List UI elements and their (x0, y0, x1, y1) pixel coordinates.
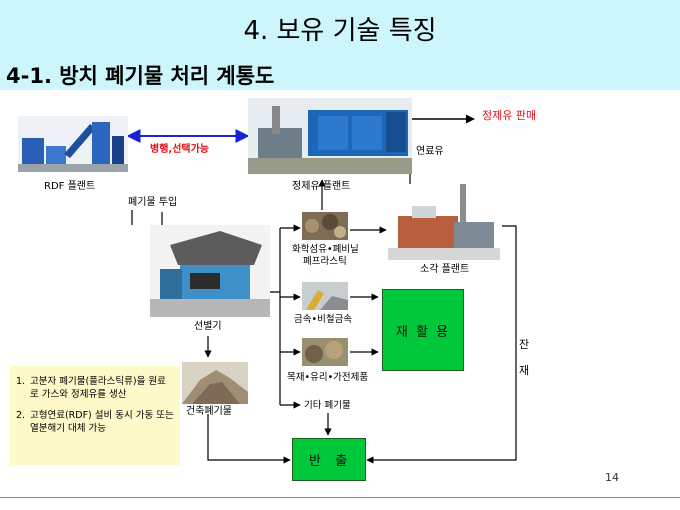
note-item: 2. 고형연료(RDF) 설비 동시 가동 또는 열분해기 대체 가능 (16, 409, 174, 435)
fuel-oil-label: 연료유 (416, 146, 444, 157)
rdf-plant-image (18, 116, 128, 172)
note-number: 2. (16, 410, 26, 421)
footer-divider (0, 497, 680, 498)
incineration-plant-label: 소각 플랜트 (420, 264, 470, 275)
discharge-label: 반 출 (308, 454, 350, 469)
chem-fiber-label-1: 화학섬유•폐비닐 (292, 244, 359, 255)
slide-subtitle: 4-1. 방치 폐기물 처리 계통도 (6, 64, 275, 88)
recycling-label: 재 활 용 (395, 324, 451, 340)
chem-fiber-label-2: 폐프라스틱 (303, 256, 347, 267)
metal-image (302, 282, 348, 310)
sorter-image (150, 225, 270, 317)
notes-box: 1. 고분자 폐기물(플라스틱류)을 원료로 가스와 정제유를 생산 2. 고형… (10, 366, 180, 465)
other-waste-label: 기타 폐기물 (304, 400, 351, 411)
wood-glass-label: 목재•유리•가전제품 (287, 372, 369, 383)
chem-fiber-image (302, 212, 348, 240)
sorter-label: 선별기 (194, 321, 222, 332)
refinery-plant-image (248, 98, 412, 174)
slide-title: 4. 보유 기술 특징 (243, 16, 437, 46)
construction-to-discharge (207, 414, 291, 464)
header-band (0, 0, 680, 90)
note-number: 1. (16, 376, 26, 387)
parallel-selectable-label: 병행,선택가능 (150, 144, 209, 155)
note-text: 고분자 폐기물(플라스틱류)을 원료로 가스와 정제유를 생산 (30, 376, 166, 400)
recycling-box: 재 활 용 (382, 289, 464, 371)
rdf-plant-label: RDF 플랜트 (44, 181, 96, 192)
page-number: 14 (605, 471, 619, 484)
residue-char-1: 잔 (519, 338, 530, 351)
construction-waste-image (182, 362, 248, 404)
residue-line (366, 225, 517, 464)
refinery-plant-label: 정제유 플랜트 (292, 181, 351, 192)
incinerator-plant-image (388, 184, 500, 260)
wood-glass-image (302, 338, 348, 366)
waste-input-label: 폐기물 투입 (128, 197, 178, 208)
discharge-box: 반 출 (292, 438, 366, 481)
note-item: 1. 고분자 폐기물(플라스틱류)을 원료로 가스와 정제유를 생산 (16, 375, 174, 401)
construction-waste-label: 건축폐기물 (186, 406, 232, 417)
metal-label: 금속•비철금속 (294, 314, 353, 325)
residue-char-2: 재 (519, 364, 530, 377)
refined-oil-sale-label: 정제유 판매 (482, 109, 537, 122)
note-text: 고형연료(RDF) 설비 동시 가동 또는 열분해기 대체 가능 (30, 410, 174, 434)
